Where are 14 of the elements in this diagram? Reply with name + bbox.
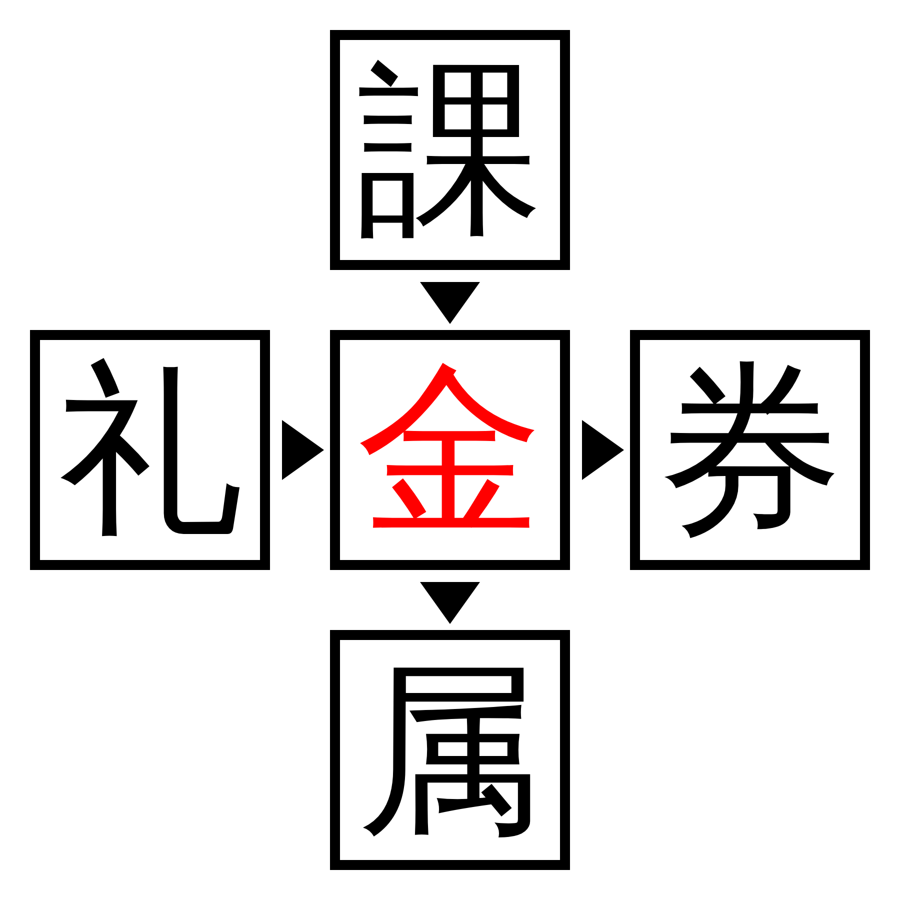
arrow (420, 282, 480, 324)
character-box (330, 630, 570, 870)
character-box (330, 330, 570, 570)
kanji-character: 礼 (57, 357, 243, 543)
kanji-character: 金 (357, 357, 543, 543)
kanji-character: 属 (357, 657, 543, 843)
character-box (30, 330, 270, 570)
arrow (282, 420, 324, 480)
character-box (330, 30, 570, 270)
kanji-character: 課 (357, 57, 543, 243)
kanji-character: 券 (657, 357, 843, 543)
arrow (582, 420, 624, 480)
arrow (420, 582, 480, 624)
character-box (630, 330, 870, 570)
